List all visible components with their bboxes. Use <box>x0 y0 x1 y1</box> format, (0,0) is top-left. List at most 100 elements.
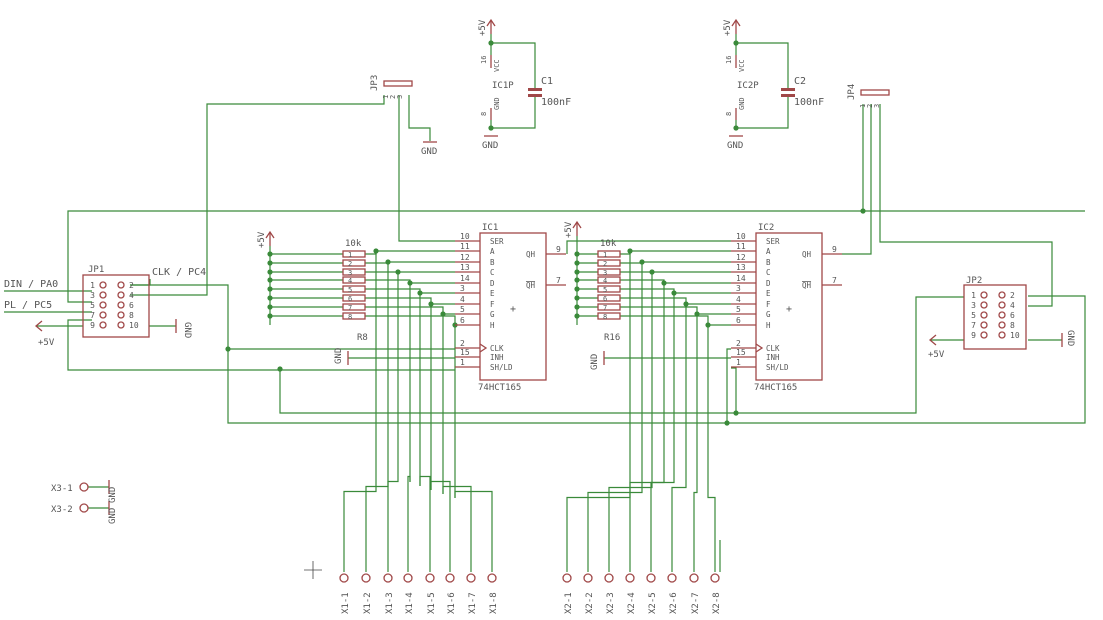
power-pin-number: 8 <box>725 112 733 116</box>
resistor-pin-number: 3 <box>348 269 352 277</box>
capacitor-name: C1 <box>541 76 553 87</box>
header-pin <box>998 331 1006 339</box>
header-pin-number: 3 <box>873 104 881 108</box>
header-pin <box>99 301 107 309</box>
junction-dot <box>488 40 494 46</box>
terminal-pad <box>583 573 593 583</box>
terminal-pad <box>383 573 393 583</box>
ic-pin-number: 2 <box>736 339 741 348</box>
ic1-input-wire <box>365 297 455 305</box>
x1-wire <box>407 475 411 572</box>
header-pin-number: 4 <box>1010 301 1015 310</box>
header-pin <box>99 291 107 299</box>
junction-dot <box>267 269 273 275</box>
vcc-label: +5V <box>478 19 488 36</box>
capacitor-plate <box>528 94 542 97</box>
ic2-input-wire <box>620 297 731 305</box>
header-pin-number: 10 <box>129 321 139 330</box>
header-body <box>860 89 890 96</box>
ic-pin-number: 6 <box>460 316 465 325</box>
net-label-din: DIN / PA0 <box>4 279 58 290</box>
terminal-pad <box>487 573 497 583</box>
ic-pin-name: QH <box>802 250 812 259</box>
box-header-name: JP1 <box>88 265 104 275</box>
resistor-element <box>597 268 621 276</box>
junction-dot <box>488 125 494 131</box>
ic-pin-number: 14 <box>736 274 746 283</box>
components: ++ <box>34 18 1063 583</box>
resistor-pin-number: 4 <box>348 277 352 285</box>
junction-dot <box>267 304 273 310</box>
terminal-pad <box>710 573 720 583</box>
terminal-label: X2-1 <box>564 592 574 614</box>
terminal-pad <box>562 573 572 583</box>
resistor-element <box>342 259 366 267</box>
vcc-arrow <box>34 320 43 332</box>
header-pin-number: 1 <box>382 95 390 99</box>
ic-pin-number: 13 <box>736 263 746 272</box>
capacitor-plate <box>528 88 542 91</box>
header-pin <box>998 291 1006 299</box>
vcc-label: +5V <box>723 19 733 36</box>
cap-wire <box>491 96 536 129</box>
terminal-pad <box>689 573 699 583</box>
header-pin-number: 6 <box>1010 311 1015 320</box>
header-pin <box>117 301 125 309</box>
header-pin-number: 1 <box>971 291 976 300</box>
header-pin-number: 2 <box>389 95 397 99</box>
ic-pin-name: G <box>490 310 495 319</box>
junction-dot <box>574 277 580 283</box>
net-wire <box>130 95 385 296</box>
header-pin <box>980 291 988 299</box>
power-part-name: IC2P <box>737 81 759 91</box>
ic-pin-name: C <box>766 268 771 277</box>
header-pin-number: 5 <box>90 301 95 310</box>
ic-pin-name: SH/LD <box>766 363 789 372</box>
cap-wire <box>491 42 536 88</box>
ic-pin-number: 14 <box>460 274 470 283</box>
power-pin-name: GND <box>493 97 501 110</box>
resistor-name: R16 <box>604 333 620 343</box>
header-body <box>383 80 413 87</box>
junction-dot <box>267 295 273 301</box>
junction-dot <box>733 410 739 416</box>
power-pin-name: VCC <box>738 59 746 72</box>
ic2-input-wire <box>620 315 731 326</box>
cap-wire <box>736 42 789 88</box>
junction-dot <box>267 286 273 292</box>
net-wire <box>398 95 455 242</box>
capacitor-value: 100nF <box>794 97 824 108</box>
resistor-element <box>342 303 366 311</box>
ic2-input-wire <box>620 279 731 284</box>
ic-pin-name: G <box>766 310 771 319</box>
clk-bus <box>726 348 731 423</box>
header-pin-number: 8 <box>129 311 134 320</box>
terminal-label: X2-7 <box>691 592 701 614</box>
header-pin-number: 7 <box>971 321 976 330</box>
header-pin-number: 3 <box>90 291 95 300</box>
resistor-element <box>342 285 366 293</box>
junction-dot <box>267 277 273 283</box>
ic-pin-number: 4 <box>460 295 465 304</box>
junction-dot <box>733 125 739 131</box>
terminal-label: X1-3 <box>385 592 395 614</box>
ic-pin-number: 7 <box>556 276 561 285</box>
resistor-pin-number: 7 <box>603 304 607 312</box>
ic-name: IC1 <box>482 223 498 233</box>
header-pin-number: 2 <box>866 104 874 108</box>
junction-dot <box>574 269 580 275</box>
ic-part-number: 74HCT165 <box>754 383 797 393</box>
ic2-input-wire <box>620 250 731 255</box>
wires <box>4 34 1086 572</box>
vcc-label: +5V <box>564 221 574 238</box>
x2-wire <box>566 251 631 572</box>
junction-dot <box>277 366 283 372</box>
header-pin <box>998 311 1006 319</box>
ic-pin-number: 15 <box>460 348 470 357</box>
vcc-label: +5V <box>928 350 945 360</box>
resistor-pin-number: 5 <box>603 286 607 294</box>
pl-bus <box>279 296 964 414</box>
terminal-label: X1-7 <box>468 592 478 614</box>
terminal-pad <box>646 573 656 583</box>
ic2-input-wire <box>620 261 731 264</box>
